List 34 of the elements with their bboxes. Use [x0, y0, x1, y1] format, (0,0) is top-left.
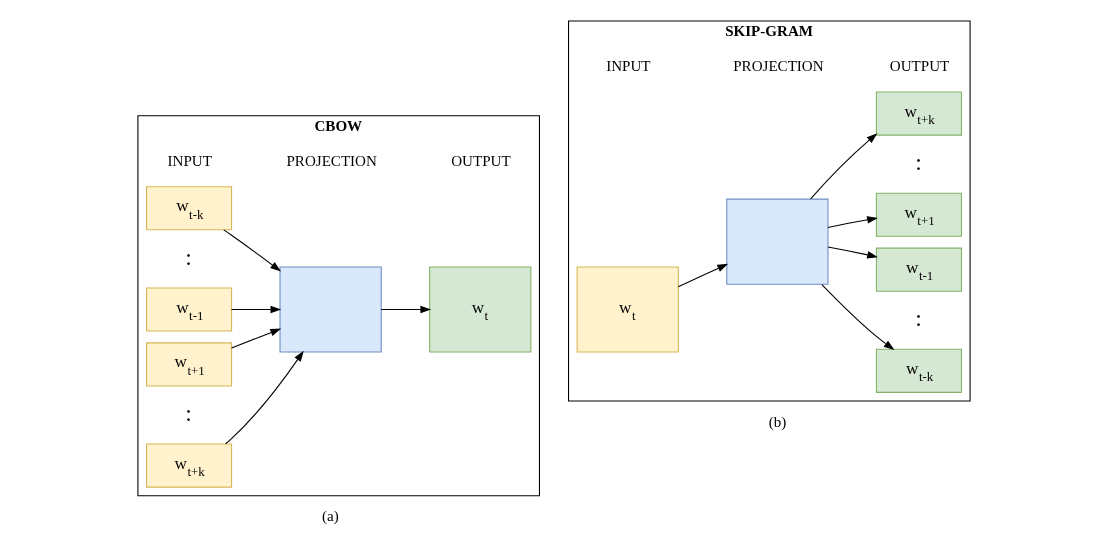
label: OUTPUT: [889, 58, 950, 75]
arrow: [223, 229, 282, 272]
arrow: [827, 246, 878, 259]
label: :: [185, 400, 192, 427]
arrow: [827, 216, 878, 228]
node-box: w$_{t+k}$: [146, 443, 233, 488]
node-box: w$_{t+1}$: [146, 342, 233, 387]
node-box: w$_{t-1}$: [146, 287, 233, 332]
label: :: [915, 305, 922, 332]
node-box: w$_{t+1}$: [875, 192, 962, 237]
node-box: w$_{t+k}$: [875, 91, 962, 136]
node-box: w$_{t-k}$: [875, 348, 962, 393]
label: INPUT: [606, 58, 651, 75]
label: (b): [768, 413, 787, 430]
arrow: [810, 133, 878, 200]
arrow: [380, 305, 432, 314]
node-box: w$_{t}$: [576, 266, 679, 353]
node-box: w$_{t-k}$: [146, 186, 233, 231]
node-box: w$_{t}$: [429, 266, 532, 353]
arrow: [821, 283, 895, 351]
arrow: [231, 328, 282, 349]
node-box: w$_{t-1}$: [875, 247, 962, 292]
label: INPUT: [167, 152, 212, 169]
label: :: [185, 243, 192, 270]
node-box: [726, 198, 829, 285]
label: :: [915, 149, 922, 176]
arrow: [231, 305, 282, 314]
label: PROJECTION: [733, 58, 824, 75]
label: (a): [322, 508, 339, 525]
arrow: [677, 263, 729, 288]
label: OUTPUT: [451, 152, 511, 169]
label: PROJECTION: [286, 152, 377, 169]
node-box: [279, 266, 382, 353]
arrow: [225, 350, 304, 445]
